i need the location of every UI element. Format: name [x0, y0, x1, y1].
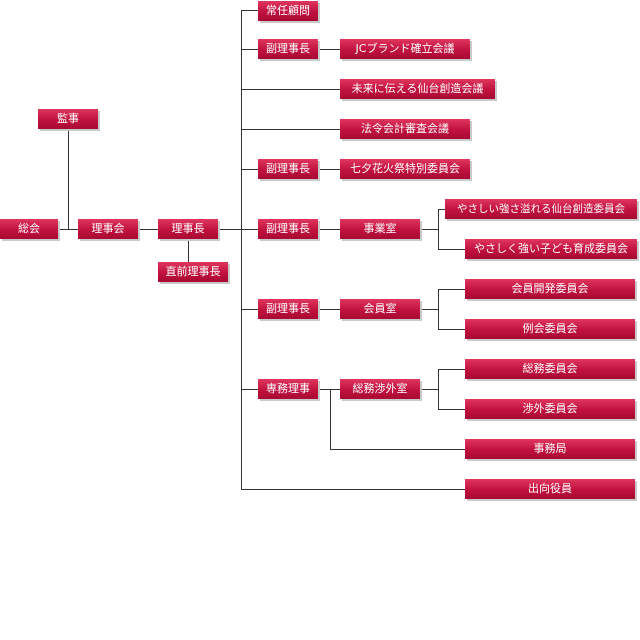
chokuzen-rijichou-box: 直前理事長: [158, 262, 228, 282]
rijichou-box: 理事長: [158, 219, 218, 239]
senmu-riji-box: 専務理事: [258, 379, 318, 399]
connector-line: [420, 389, 438, 390]
connector-line: [241, 129, 340, 130]
soukai-box: 総会: [0, 219, 58, 239]
connector-line: [420, 229, 438, 230]
jonin-komon-box: 常任顧問: [258, 1, 318, 21]
connector-line: [438, 329, 465, 330]
connector-line: [318, 169, 340, 170]
reikai-box: 例会委員会: [465, 319, 635, 339]
connector-line: [438, 209, 445, 210]
soumu-box: 総務委員会: [465, 359, 635, 379]
connector-line: [438, 289, 439, 329]
kansa-box: 監事: [38, 109, 98, 129]
connector-line: [241, 10, 258, 11]
rijikai-box: 理事会: [78, 219, 138, 239]
jigyoushitsu-box: 事業室: [340, 219, 420, 239]
connector-line: [241, 489, 465, 490]
connector-line: [438, 409, 465, 410]
fuku-rijichou-4-box: 副理事長: [258, 299, 318, 319]
connector-line: [241, 49, 258, 50]
jimukyoku-box: 事務局: [465, 439, 635, 459]
connector-line: [188, 239, 189, 262]
connector-line: [68, 129, 69, 229]
connector-line: [138, 229, 158, 230]
connector-line: [241, 229, 258, 230]
connector-line: [58, 229, 78, 230]
connector-line: [330, 449, 465, 450]
trunk-line: [241, 10, 242, 490]
connector-line: [318, 229, 340, 230]
fuku-rijichou-1-box: 副理事長: [258, 39, 318, 59]
connector-line: [438, 369, 465, 370]
shougai-box: 渉外委員会: [465, 399, 635, 419]
connector-line: [241, 389, 258, 390]
soumu-shougai-shitsu-box: 総務渉外室: [340, 379, 420, 399]
connector-line: [241, 169, 258, 170]
yasashii-tsuyosa-box: やさしい強さ溢れる仙台創造委員会: [445, 199, 637, 219]
shukkou-yakuin-box: 出向役員: [465, 479, 635, 499]
connector-line: [420, 309, 438, 310]
connector-line: [438, 249, 465, 250]
mirai-sendai-box: 未来に伝える仙台創造会議: [340, 79, 495, 99]
tanabata-box: 七夕花火祭特別委員会: [340, 159, 470, 179]
connector-line: [318, 309, 340, 310]
kaiinshitsu-box: 会員室: [340, 299, 420, 319]
connector-line: [241, 309, 258, 310]
connector-line: [318, 49, 340, 50]
hourei-kaikei-box: 法令会計審査会議: [340, 119, 470, 139]
kaiin-kaihatsu-box: 会員開発委員会: [465, 279, 635, 299]
fuku-rijichou-3-box: 副理事長: [258, 219, 318, 239]
connector-line: [330, 389, 331, 449]
yasashiku-kodomo-box: やさしく強い子ども育成委員会: [465, 239, 637, 259]
jc-brand-box: JCブランド確立会議: [340, 39, 470, 59]
connector-line: [438, 209, 439, 249]
fuku-rijichou-2-box: 副理事長: [258, 159, 318, 179]
connector-line: [438, 289, 465, 290]
connector-line: [438, 369, 439, 409]
connector-line: [318, 389, 340, 390]
connector-line: [241, 89, 340, 90]
connector-line: [218, 229, 241, 230]
